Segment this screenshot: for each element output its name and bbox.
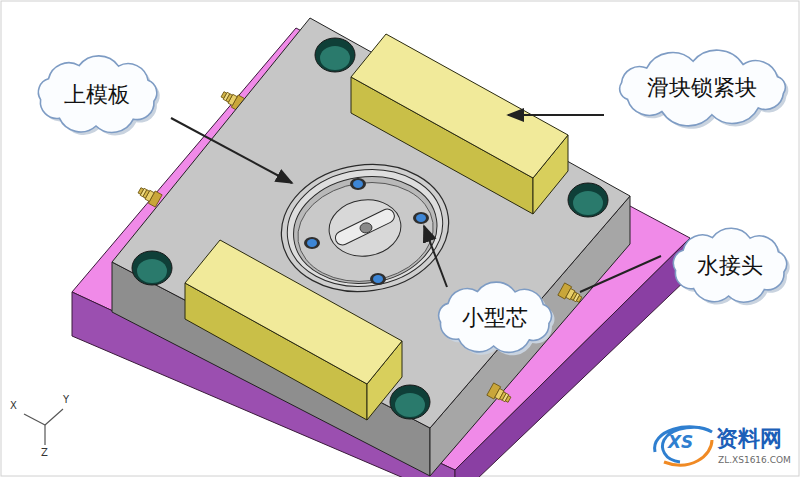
callout-label: 上模板 — [64, 82, 130, 108]
slider-lock-block-front-part — [185, 240, 402, 384]
axis-label: Y — [63, 394, 69, 405]
cavity-insert-part — [359, 222, 372, 234]
cavity-insert-part — [287, 167, 444, 292]
small-cores-part — [370, 273, 386, 285]
small-cores-part — [416, 214, 426, 222]
small-cores — [304, 178, 429, 285]
cavity-insert-part — [291, 174, 439, 290]
callout-text-group: 滑块锁紧块 — [647, 75, 757, 101]
callout-label: 水接头 — [697, 253, 763, 279]
slider-lock-block-back — [351, 34, 568, 214]
callout-label: 滑块锁紧块 — [647, 75, 757, 101]
small-cores-part — [413, 212, 429, 224]
callout-text-group: 水接头 — [697, 253, 763, 279]
guide-holes-part — [315, 38, 355, 72]
guide-holes-part — [320, 46, 350, 70]
cloud-outline — [38, 56, 156, 133]
leader-lines-part — [508, 114, 604, 116]
guide-holes-part — [568, 183, 608, 217]
axis-triad-part — [45, 409, 63, 425]
small-cores-part — [304, 237, 320, 249]
guide-holes-part — [390, 385, 430, 419]
callout-cloud: 上模板 — [30, 54, 165, 136]
cloud-outline — [619, 50, 785, 126]
small-cores-part — [353, 180, 363, 188]
guide-holes — [132, 38, 608, 419]
top-plate — [112, 18, 630, 476]
axis-triad-part — [44, 425, 45, 445]
callout-cloud: 滑块锁紧块 — [610, 51, 795, 125]
watermark-logo — [655, 427, 712, 465]
watermark-logo-text: XS — [668, 433, 693, 452]
guide-holes-part — [395, 393, 425, 417]
leader-lines — [171, 115, 661, 292]
slider-lock-block-back-part — [351, 34, 568, 178]
cavity-insert-part — [333, 207, 397, 248]
cloud-outline — [439, 282, 552, 352]
callout-text-group: 小型芯 — [462, 305, 528, 331]
axis-label: Z — [41, 447, 48, 458]
callout-label: 小型芯 — [462, 305, 528, 331]
leader-lines-part — [424, 226, 447, 287]
cloud-outline — [673, 228, 786, 302]
leader-lines-part — [580, 256, 661, 292]
top-plate-part — [112, 18, 630, 428]
slider-lock-block-front — [185, 240, 402, 420]
water-connector-right-part — [558, 283, 584, 306]
callout-cloud: 小型芯 — [430, 280, 560, 356]
callout-text-group: 上模板 — [64, 82, 130, 108]
guide-holes-part — [137, 259, 167, 283]
axis-label: X — [10, 400, 17, 411]
guide-holes-part — [573, 191, 603, 215]
small-cores-part — [350, 178, 366, 190]
cavity-insert-part — [325, 195, 404, 260]
water-connector-right-part — [487, 383, 513, 406]
axis-triad — [24, 409, 63, 445]
watermark: 资料网 — [716, 427, 782, 451]
cavity-insert — [273, 154, 457, 302]
small-cores-part — [373, 275, 383, 283]
small-cores-part — [307, 239, 317, 247]
axis-triad-part — [24, 414, 45, 425]
water-connector-left-part — [136, 184, 162, 207]
leader-lines-part — [171, 118, 292, 183]
watermark-url: ZL.XS1616.COM — [718, 456, 791, 466]
callout-cloud: 水接头 — [665, 226, 795, 306]
guide-holes-part — [132, 251, 172, 285]
cavity-insert-part — [273, 154, 457, 302]
cavity-insert-part — [280, 160, 451, 297]
